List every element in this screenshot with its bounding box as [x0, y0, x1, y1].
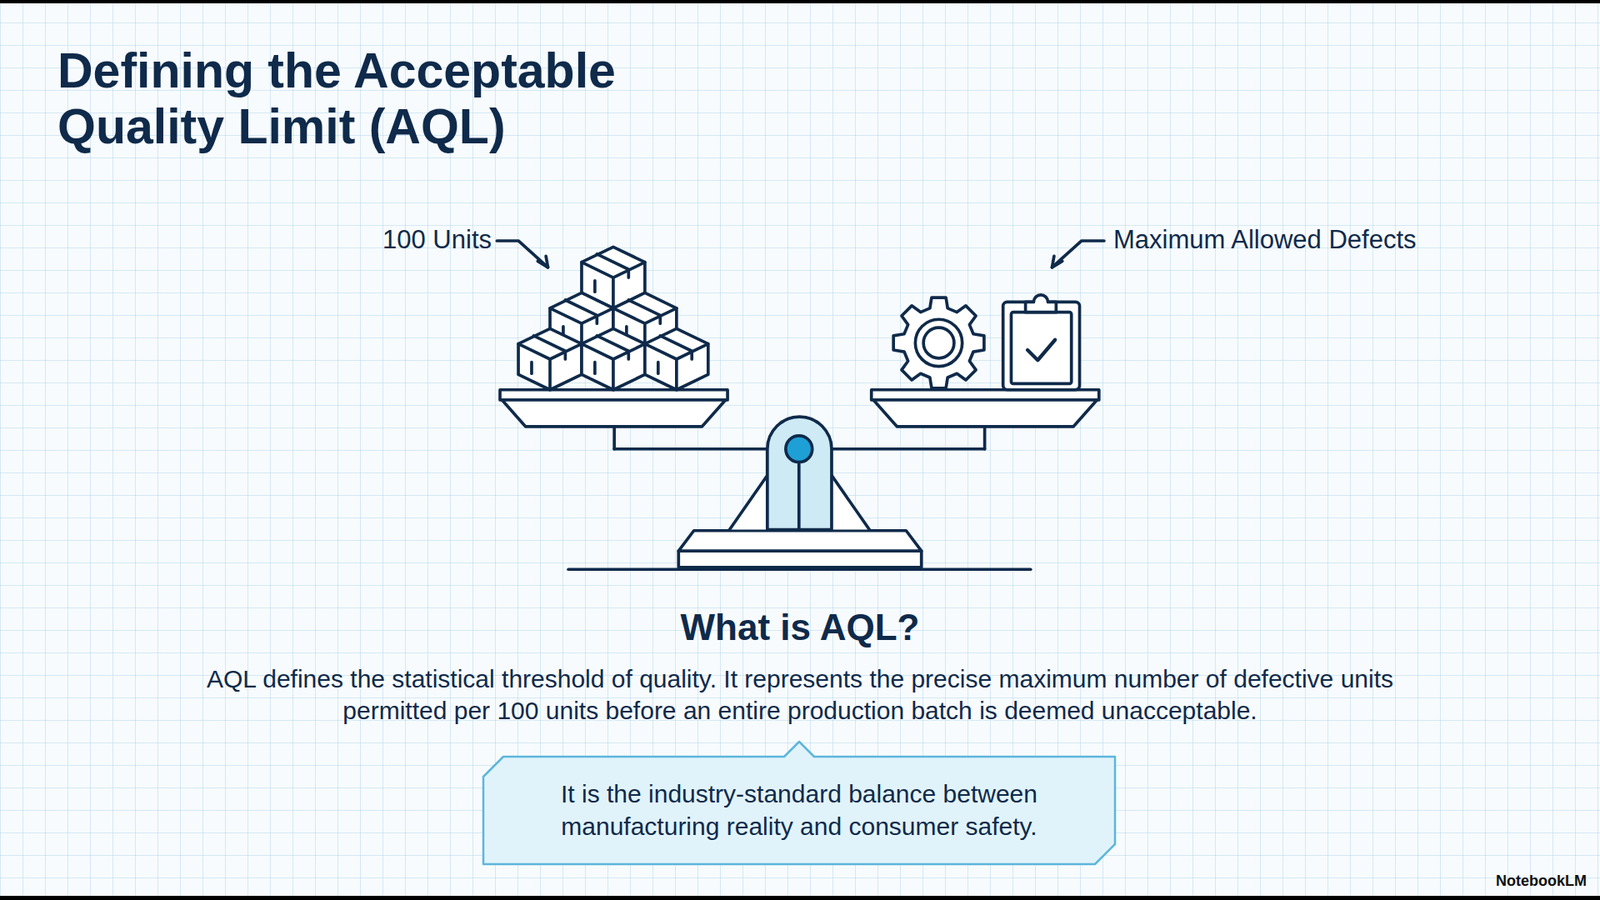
section-heading: What is AQL? — [0, 606, 1600, 649]
bottom-bar — [0, 895, 1600, 900]
pointer-label: Maximum Allowed Defects — [1113, 225, 1417, 255]
callout-outline — [483, 756, 1115, 865]
slide-title: Defining the Acceptable Quality Limit (A… — [57, 43, 791, 156]
pointer-label: 100 Units — [382, 225, 492, 255]
definition-text: AQL defines the statistical threshold of… — [200, 663, 1400, 726]
callout-box: It is the industry-standard balance betw… — [483, 756, 1115, 865]
top-bar — [0, 0, 1600, 4]
callout-text: It is the industry-standard balance betw… — [533, 778, 1065, 842]
watermark: NotebookLM — [1495, 872, 1587, 890]
